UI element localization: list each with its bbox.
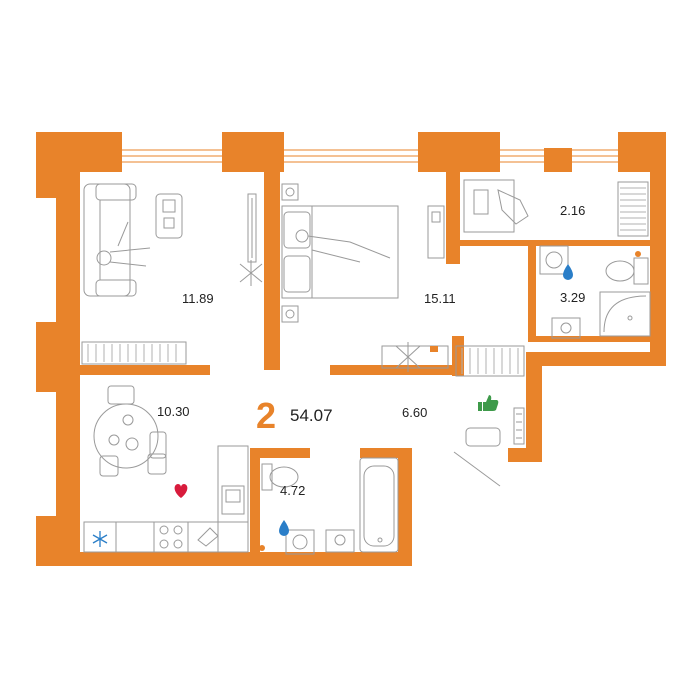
washing-machine (285, 529, 315, 555)
washing-machine (539, 245, 569, 275)
sink (551, 317, 581, 339)
room-area-bedroom: 15.11 (424, 291, 456, 306)
window-icon (500, 149, 618, 163)
sink (325, 529, 355, 553)
total-area: 54.07 (290, 406, 333, 425)
windows (59, 149, 618, 516)
room-area-kitchen: 10.30 (157, 404, 190, 419)
closet-desk (463, 179, 529, 233)
kitchen-counter (83, 445, 249, 553)
kitchen-sink (221, 485, 245, 515)
accent-dot (635, 251, 641, 257)
room-area-hallway: 6.60 (402, 405, 427, 420)
toilet (261, 463, 299, 491)
room-area-living: 11.89 (182, 291, 214, 306)
radiator (81, 341, 187, 365)
coffee-table (155, 193, 183, 239)
radiator (617, 181, 649, 237)
nightstand (281, 183, 299, 323)
room-area-bath: 4.72 (280, 483, 305, 498)
sofa (83, 183, 151, 297)
window-icon (59, 410, 73, 516)
toilet (605, 257, 649, 285)
bathtub (359, 457, 399, 553)
dining-table (93, 385, 167, 477)
desk (427, 205, 445, 259)
stove (159, 525, 183, 549)
radiator (455, 345, 525, 377)
oven-bread (197, 527, 219, 547)
dresser (381, 342, 449, 372)
snowflake-icon (92, 531, 108, 547)
rooms-count: 2 (256, 395, 276, 436)
furniture (81, 179, 651, 555)
heart-icon (174, 484, 188, 498)
bed (281, 205, 399, 299)
window-icon (122, 149, 222, 163)
room-area-closet: 2.16 (560, 203, 585, 218)
shower (599, 291, 651, 337)
water-drop-icon (563, 264, 573, 280)
water-drop-icon (279, 520, 289, 536)
shoe-rack (513, 407, 525, 445)
accent-dot (259, 545, 265, 551)
room-area-bathroom: 3.29 (560, 290, 585, 305)
tv (239, 193, 263, 286)
window-icon (284, 149, 418, 163)
window-icon (59, 218, 73, 322)
thumbs-up-icon (478, 395, 499, 411)
entrance-door (453, 451, 501, 487)
ottoman (465, 427, 501, 447)
